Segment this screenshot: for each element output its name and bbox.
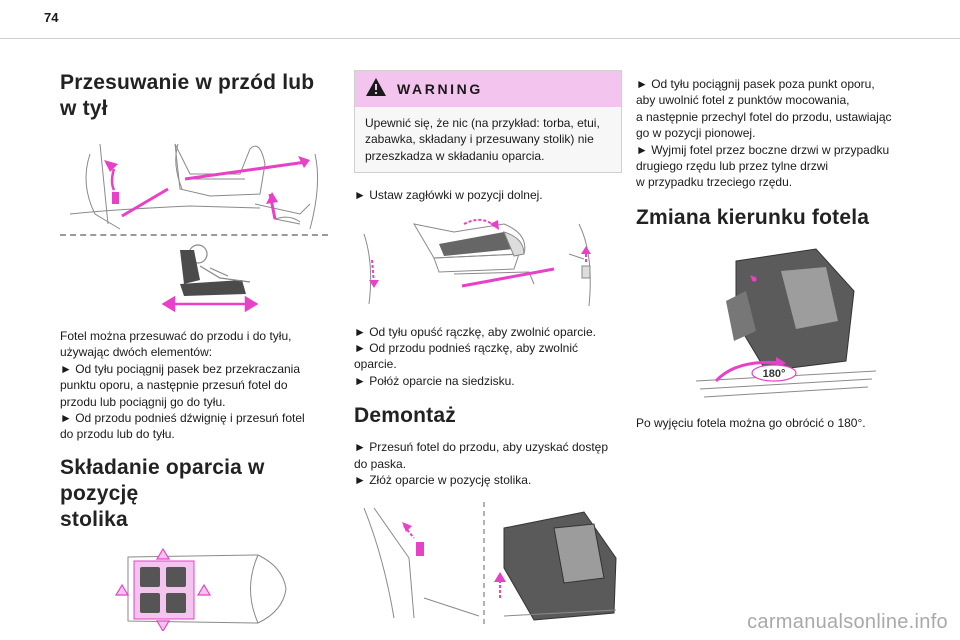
rotation-angle-label: 180°	[763, 368, 786, 380]
warning-text: Upewnić się, że nic (na przykład: torba,…	[365, 116, 600, 163]
figure-seat-slide-diagram	[60, 240, 328, 316]
paragraph-sliding: Fotel można przesuwać do przodu i do tył…	[60, 329, 305, 442]
warning-triangle-icon	[365, 77, 387, 102]
figure-car-topview	[108, 547, 328, 631]
column-left: Przesuwanie w przód lub w tył	[60, 70, 328, 631]
column-middle: WARNING Upewnić się, że nic (na przykład…	[354, 70, 622, 625]
watermark: carmanualsonline.info	[747, 611, 948, 633]
step-headrest: ► Ustaw zagłówki w pozycji dolnej.	[354, 188, 543, 203]
paragraph-removal: ► Przesuń fotel do przodu, aby uzyskać d…	[354, 440, 609, 488]
heading-table-position: Składanie oparcia w pozycję stolika	[60, 455, 265, 531]
paragraph-fold-steps: ► Od tyłu opuść rączkę, aby zwolnić opar…	[354, 324, 596, 388]
dashed-separator	[60, 234, 328, 236]
figure-seat-removal	[354, 498, 622, 625]
warning-title: WARNING	[397, 81, 483, 97]
heading-rotate-seat: Zmiana kierunku fotela	[636, 205, 870, 229]
figure-backrest-fold	[354, 214, 622, 310]
column-right: ► Od tyłu pociągnij pasek poza punkt opo…	[636, 70, 904, 431]
paragraph-release: ► Od tyłu pociągnij pasek poza punkt opo…	[636, 77, 892, 190]
figure-seat-rotation: 180°	[696, 241, 904, 403]
paragraph-rotate: Po wyjęciu fotela można go obrócić o 180…	[636, 415, 866, 430]
figure-seat-slide-side	[60, 134, 328, 234]
warning-header: WARNING	[355, 71, 621, 107]
heading-removal: Demontaż	[354, 404, 456, 428]
warning-box: WARNING Upewnić się, że nic (na przykład…	[354, 70, 622, 174]
top-divider	[0, 38, 960, 39]
heading-sliding: Przesuwanie w przód lub w tył	[60, 71, 315, 120]
page-number: 74	[44, 10, 59, 25]
